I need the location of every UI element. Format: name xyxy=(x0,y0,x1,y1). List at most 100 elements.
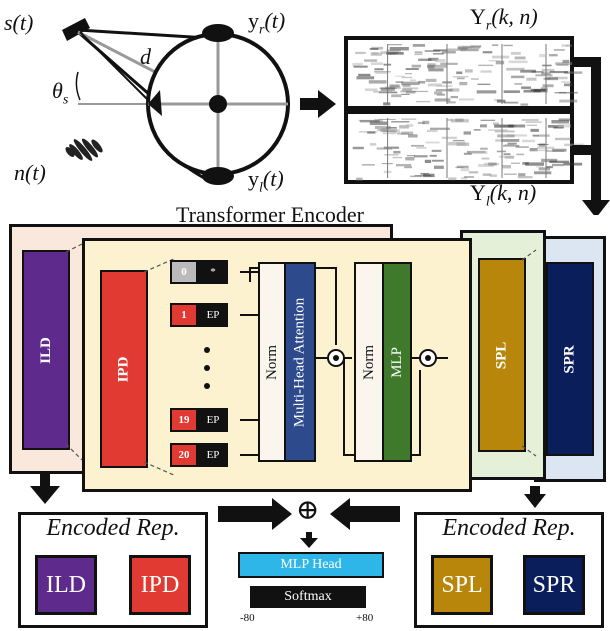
right-mic-label: yr(t) xyxy=(248,8,286,38)
spectrogram-streak xyxy=(518,173,526,177)
spectrogram-streak xyxy=(395,164,412,167)
spectrogram-streak xyxy=(559,99,578,103)
spectrogram-streak xyxy=(386,49,401,52)
spectrogram-streak xyxy=(429,154,437,157)
spectrogram-streak xyxy=(435,89,453,92)
spectrogram-streak xyxy=(424,50,441,52)
spectrogram-streak xyxy=(389,47,409,51)
spectrogram-streak xyxy=(446,118,454,121)
spectrogram-streak xyxy=(477,83,491,85)
arrow-down-left-icon xyxy=(30,486,60,504)
spectrogram-streak xyxy=(401,88,413,92)
spectrogram-streak xyxy=(431,159,444,162)
spectrogram-streak xyxy=(480,119,496,122)
spectrogram-streak xyxy=(430,127,450,130)
spec-left-label: Yl(k, n) xyxy=(470,180,537,210)
spectrogram-streak xyxy=(360,120,380,123)
spectrogram-streak xyxy=(405,72,412,75)
spectrogram-streak xyxy=(352,146,364,150)
spectrogram-streak xyxy=(456,71,463,75)
spectrogram-streak xyxy=(496,150,507,153)
encoded-rep-left: Encoded Rep. ILD IPD xyxy=(18,512,208,628)
spectrogram-streak xyxy=(506,67,525,71)
spectrogram-streak xyxy=(525,162,545,166)
spectrogram-streak xyxy=(374,71,391,73)
spectrogram-streak xyxy=(538,143,546,147)
spectrogram-streak xyxy=(561,81,571,83)
spectrogram-streak xyxy=(531,71,544,73)
spectrogram-streak xyxy=(425,78,437,82)
spectrogram-streak xyxy=(552,148,567,152)
spectrogram-streak xyxy=(551,163,564,167)
spectrogram-streak xyxy=(473,129,481,131)
spectrogram-streak xyxy=(432,52,444,55)
spectrogram-streak xyxy=(383,102,391,106)
token-20: 20 EP xyxy=(170,443,228,467)
spectrogram-streak xyxy=(459,81,468,86)
spectrogram-streak xyxy=(387,44,402,46)
spectrogram-streak xyxy=(435,58,446,63)
spectrogram-streak xyxy=(401,76,413,79)
spectrogram-streak xyxy=(452,76,469,78)
spectrogram-streak xyxy=(555,62,574,65)
spectrogram-streak xyxy=(414,53,423,56)
range-max: +80 xyxy=(356,612,374,624)
spectrogram-streak xyxy=(396,132,409,135)
spectrogram-streak xyxy=(440,62,458,65)
spectrogram-streak xyxy=(434,98,451,102)
spectrogram-streak xyxy=(426,129,438,133)
spectrogram-streak xyxy=(483,162,500,166)
spl-chip: SPL xyxy=(431,555,493,615)
spectrogram-streak xyxy=(426,173,433,175)
spectrogram-streak xyxy=(514,83,523,85)
token-cls: 0 * xyxy=(170,260,228,284)
spectrogram-streak xyxy=(358,131,378,133)
spectrogram-streak xyxy=(441,50,456,54)
spectrogram-streak xyxy=(563,162,583,166)
spectrogram-streak xyxy=(370,143,377,146)
spectrogram-streak xyxy=(364,59,378,62)
spectrogram-streak xyxy=(564,143,584,147)
spl-bar: SPL xyxy=(478,258,526,452)
spectrogram-streak xyxy=(447,101,456,104)
mlp-block: MLP xyxy=(382,262,412,462)
spectrogram-streak xyxy=(492,122,500,125)
spectrogram-streak xyxy=(495,60,505,65)
spectrogram-streak xyxy=(471,78,479,81)
spectrogram-streak xyxy=(522,162,529,165)
spectrogram-streak xyxy=(521,86,531,89)
spectrogram-streak xyxy=(428,57,439,61)
spectrogram-streak xyxy=(562,59,570,63)
spectrogram-streak xyxy=(406,123,414,127)
spectrogram-streak xyxy=(535,166,544,168)
spectrogram-streak xyxy=(427,64,447,68)
spectrogram-streak xyxy=(458,98,475,101)
spectrogram-streak xyxy=(523,89,541,93)
spectrogram-streak xyxy=(480,124,487,128)
spectrogram-streak xyxy=(551,120,570,124)
spectrogram-streak xyxy=(497,134,515,138)
spectrogram-streak xyxy=(502,164,511,169)
spectrogram-streak xyxy=(549,54,558,57)
spectrogram-streak xyxy=(530,128,539,132)
spectrogram-streak xyxy=(410,144,425,147)
spectrogram-streak xyxy=(494,130,515,133)
spectrogram-streak xyxy=(565,44,573,47)
left-mic-label: yl(t) xyxy=(248,166,284,196)
spectrogram-streak xyxy=(503,173,517,175)
spectrogram-streak xyxy=(481,157,490,160)
spectrogram-streak xyxy=(414,51,423,53)
noise-icon xyxy=(65,138,103,161)
spectrogram-streak xyxy=(487,129,508,131)
speaker-icon xyxy=(62,18,90,41)
spectrogram-streak xyxy=(434,91,443,95)
spectrogram-streak xyxy=(463,176,474,178)
spectrogram-streak xyxy=(496,99,506,103)
spectrogram-streak xyxy=(403,87,419,90)
softmax: Softmax xyxy=(250,586,366,608)
spectrogram-streak xyxy=(529,148,538,152)
arrow-combine-left-icon xyxy=(218,498,292,530)
spectrogram-streak xyxy=(492,44,499,46)
spectrogram-streak xyxy=(352,62,363,67)
